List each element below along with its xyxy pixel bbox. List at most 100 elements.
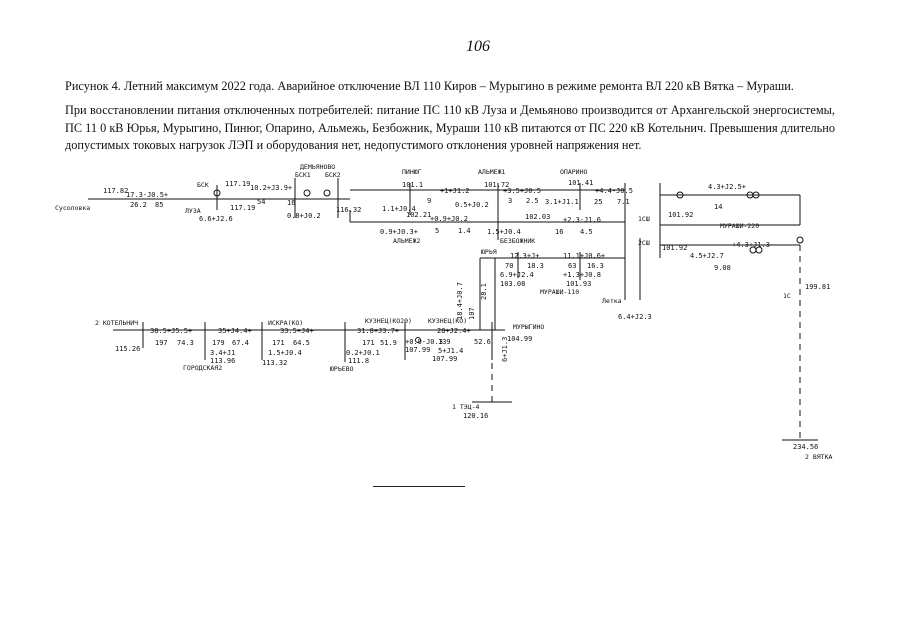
diagram-label: 3.1+J1.1 [545,198,579,206]
diagram-label: 0.9+J0.3+ [380,228,418,236]
diagram-label: 17.3-J0.5+ [126,191,168,199]
diagram-label: 111.8 [348,357,369,365]
diagram-label: 179 [212,339,225,347]
diagram-label: 25 [594,198,602,206]
diagram-label: ИСКРА(КО) [268,319,303,327]
page-number: 106 [466,38,490,55]
diagram-label: 3.4+J1 [210,349,235,357]
switch-symbol [213,189,221,197]
diagram-label: 16 [287,199,295,207]
diagram-label: 4.3+J2.5+ [708,183,746,191]
diagram-label: +4.3+J1.3 [732,241,770,249]
diagram-label: МУРЫГИНО [513,323,544,331]
diagram-label: 101.92 [668,211,693,219]
diagram-label: 4.5+J2.7 [690,252,724,260]
switch-symbol [303,189,311,197]
diagram-label: 67.4 [232,339,249,347]
diagram-label: Сусоловка [55,204,90,212]
diagram-label: 116.32 [336,206,361,214]
diagram-label: ЮРЬЕВО [330,365,354,373]
diagram-label: 6+J1.3 [501,337,509,362]
diagram-label: 115.26 [115,345,140,353]
diagram-label: 101.41 [568,179,593,187]
diagram-label: 5+J1.4 [438,347,463,355]
diagram-label: 9.08 [714,264,731,272]
diagram-label: 6.6+J2.6 [199,215,233,223]
diagram-label: +0.9-J0.3 [405,338,443,346]
diagram-label: 101.1 [402,181,423,189]
diagram-label: 16.3 [587,262,604,270]
diagram-label: Летка [602,297,622,305]
diagram-label: 11.1+J0.6+ [563,252,605,260]
diagram-label: 6.4+J2.3 [618,313,652,321]
diagram-label: +1+J1.2 [440,187,470,195]
diagram-symbols [213,189,804,343]
diagram-label: 113.96 [210,357,235,365]
diagram-label: ЮРЬЯ [481,248,497,256]
diagram-label: ГОРОДСКАЯ2 [183,364,222,372]
description-paragraph: При восстановлении питания отключенных п… [65,103,835,152]
diagram-label: ЛУЗА [185,207,201,215]
diagram-label: 113.32 [262,359,287,367]
diagram-label: 107.99 [432,355,457,363]
diagram-label: КУЗНЕЦ(КО20) [365,317,412,325]
diagram-label: 28.1 [480,283,488,300]
diagram-label: ОПАРИНО [560,168,587,176]
figure-caption: Рисунок 4. Летний максимум 2022 года. Ав… [65,79,794,93]
diagram-label: 1.5+J0.4 [487,228,521,236]
diagram-label: 1 ТЭЦ-4 [452,403,479,411]
diagram-label: 16 [555,228,563,236]
diagram-label: 2 КОТЕЛЬНИЧ [95,319,138,327]
diagram-label: 234.56 [793,443,818,451]
diagram-label: 85 [155,201,163,209]
diagram-label: ДЕМЬЯНОВО [300,163,335,171]
diagram-label: 38.5+J5.5+ [150,327,192,335]
diagram-label: 101.92 [662,244,687,252]
diagram-label: 18.3 [527,262,544,270]
diagram-label: 52.6 [474,338,491,346]
transformer-symbol [752,191,760,199]
switch-symbol [676,191,684,199]
diagram-label: 70 [505,262,513,270]
diagram-label: 64.5 [293,339,310,347]
diagram-label: 1.5+J0.4 [268,349,302,357]
diagram-label: 28+J2.4+ [437,327,471,335]
diagram-label: АЛЬМЕЖ1 [478,168,505,176]
diagram-label: +0.9+J0.2 [430,215,468,223]
transformer-symbol [796,236,804,244]
diagram-label: 171 [272,339,285,347]
diagram-label: 117.82 [103,187,128,195]
diagram-label: 31.8+J3.7+ [357,327,399,335]
diagram-label: 102.21 [406,211,431,219]
diagram-label: 9 [427,197,431,205]
diagram-label: 2.5 [526,197,539,205]
diagram-label: 5 [435,227,439,235]
diagram-label: 1.4 [458,227,471,235]
diagram-label: 117.19 [230,204,255,212]
diagram-label: 63 [568,262,576,270]
transformer-symbol [755,246,763,254]
diagram-label: 199.81 [805,283,830,291]
diagram-label: 171 [362,339,375,347]
diagram-label: 117.19 [225,180,250,188]
diagram-label: 0.5+J0.2 [455,201,489,209]
diagram-label: 54 [257,198,265,206]
diagram-label: КУЗНЕЦ(КО) [428,317,467,325]
diagram-label: +1.3+J0.8 [563,271,601,279]
diagram-label: +3.5+J0.5 [503,187,541,195]
diagram-lines [88,178,818,441]
diagram-label: 51.9 [380,339,397,347]
diagram-label: 107.99 [405,346,430,354]
diagram-label: 2 ВЯТКА [805,453,832,461]
diagram-label: 102.03 [525,213,550,221]
diagram-label: БСК1 [295,171,311,179]
diagram-label: 35+J4.4+ [218,327,252,335]
diagram-label: 1С [783,292,791,300]
footer-divider [373,486,465,487]
diagram-label: 120.16 [463,412,488,420]
diagram-label: БЕЗБОЖНИК [500,237,535,245]
diagram-label: ПИНЮГ [402,168,422,176]
diagram-label: 103.08 [500,280,525,288]
diagram-label: 1.1+J0.4 [382,205,416,213]
